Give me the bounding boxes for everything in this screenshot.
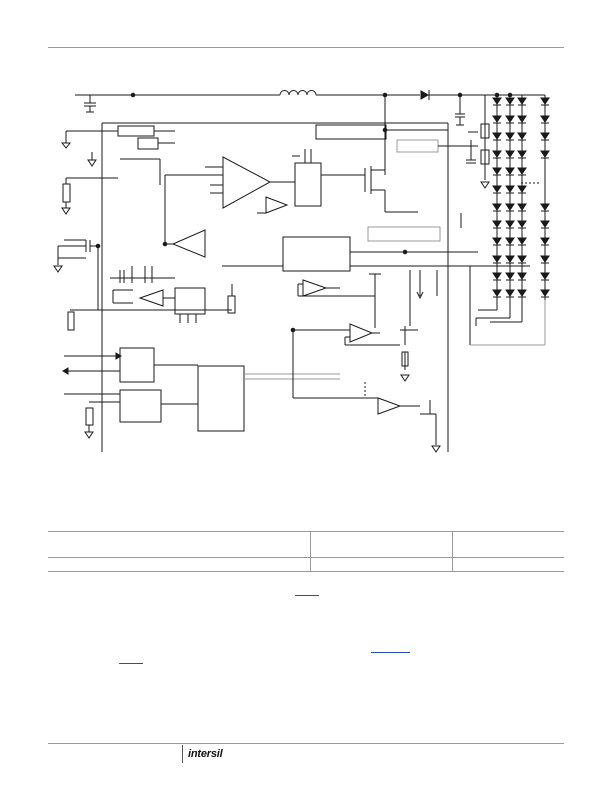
right-bias-resistor-icon — [67, 284, 236, 331]
led-icon — [517, 272, 527, 280]
sense-blocks — [315, 124, 478, 153]
sink-traces — [409, 266, 546, 346]
led-icon — [505, 97, 515, 105]
link-underline-3[interactable] — [119, 663, 143, 664]
led-icon — [540, 150, 550, 158]
led-icon — [505, 203, 515, 211]
rset-resistor-icon — [61, 177, 118, 215]
current-sink-2 — [290, 296, 418, 398]
led-icon — [540, 115, 550, 123]
led-icon — [517, 150, 527, 158]
led-icon — [492, 220, 502, 228]
led-icon — [492, 97, 502, 105]
led-icon — [517, 97, 527, 105]
led-icon — [517, 167, 527, 175]
led-icon — [505, 115, 515, 123]
chip-boundary — [101, 122, 449, 452]
input-capacitor-icon — [84, 95, 96, 113]
led-icon — [505, 272, 515, 280]
comp-capacitor-icon — [53, 239, 101, 310]
buffer-amplifier — [257, 196, 289, 214]
output-capacitor-icon — [455, 95, 465, 126]
bias-amplifier — [138, 287, 206, 323]
junction-dot — [507, 92, 513, 98]
led-icon — [492, 272, 502, 280]
pwm-comparator — [162, 156, 295, 247]
inductor-icon — [279, 90, 317, 96]
interface-block-2 — [64, 389, 198, 439]
block-diagram — [53, 90, 550, 453]
led-icon — [492, 115, 502, 123]
power-mosfet-icon — [364, 166, 418, 213]
header-rule — [48, 47, 564, 48]
led-strings — [492, 92, 550, 300]
current-sink-3 — [293, 382, 441, 453]
led-icon — [517, 289, 527, 297]
diode-icon — [420, 90, 430, 100]
led-icon — [505, 220, 515, 228]
led-icon — [505, 150, 515, 158]
led-icon — [492, 255, 502, 263]
enable-logic — [60, 125, 175, 185]
led-icon — [517, 220, 527, 228]
led-icon — [540, 272, 550, 280]
error-amplifier — [165, 229, 206, 258]
ordering-table — [48, 531, 564, 572]
logo-divider — [182, 745, 183, 763]
led-icon — [517, 185, 527, 193]
led-icon — [505, 255, 515, 263]
led-icon — [540, 237, 550, 245]
led-icon — [517, 115, 527, 123]
dimming-switches — [110, 266, 175, 304]
link-underline-2[interactable] — [371, 652, 410, 653]
led-icon — [492, 185, 502, 193]
led-icon — [517, 255, 527, 263]
led-icon — [492, 237, 502, 245]
led-icon — [505, 132, 515, 140]
led-icon — [540, 255, 550, 263]
input-rail — [75, 92, 280, 98]
link-underline-1[interactable] — [295, 595, 319, 596]
led-icon — [540, 203, 550, 211]
led-icon — [505, 167, 515, 175]
led-icon — [540, 220, 550, 228]
gate-driver-block — [292, 149, 365, 207]
led-icon — [492, 289, 502, 297]
led-icon — [505, 289, 515, 297]
dimming-controller-block — [197, 365, 340, 432]
feedback-network — [460, 95, 490, 228]
led-icon — [492, 150, 502, 158]
control-logic-block — [222, 226, 530, 272]
led-icon — [517, 237, 527, 245]
led-icon — [492, 203, 502, 211]
table-header-row — [48, 531, 564, 558]
table-row — [48, 557, 564, 572]
led-icon — [540, 97, 550, 105]
brand-logo: intersil — [188, 748, 223, 760]
interface-block-1 — [62, 347, 198, 383]
current-sink-1 — [297, 273, 381, 297]
led-icon — [505, 237, 515, 245]
led-icon — [540, 289, 550, 297]
led-icon — [492, 132, 502, 140]
led-icon — [540, 132, 550, 140]
junction-dot — [494, 92, 500, 98]
footer-rule — [48, 743, 564, 744]
led-icon — [517, 203, 527, 211]
led-icon — [517, 132, 527, 140]
led-icon — [505, 185, 515, 193]
led-icon — [492, 167, 502, 175]
